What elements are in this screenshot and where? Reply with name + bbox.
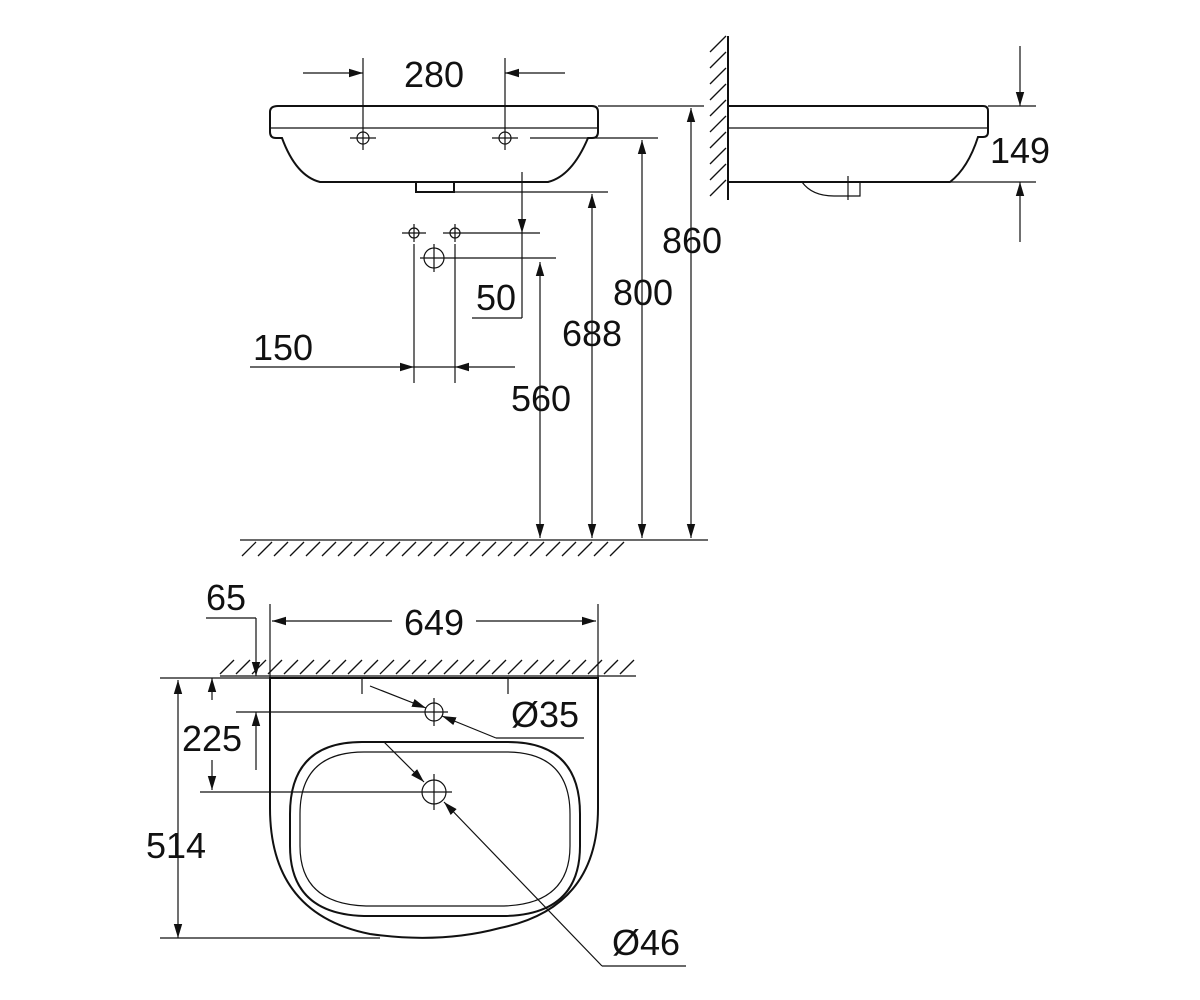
dim-65-label: 65 <box>206 577 246 618</box>
faucet-hole-right <box>492 124 518 150</box>
floor-hatch <box>241 541 625 557</box>
dia-46-leader-out <box>443 801 603 967</box>
dim-225-label: 225 <box>182 718 242 759</box>
side-elevation-view: 149 <box>709 35 1050 242</box>
dim-50-label: 50 <box>476 277 516 318</box>
dia-46-leader-in <box>383 741 425 783</box>
basin-side-outline <box>728 105 989 183</box>
dia-46-label: Ø46 <box>612 922 680 963</box>
dia-35-label: Ø35 <box>511 694 579 735</box>
basin-plan-bowl <box>289 741 581 917</box>
front-elevation-view: 280 150 50 <box>240 54 722 557</box>
plan-view: 65 649 225 514 Ø35 Ø46 <box>146 577 686 967</box>
basin-plan-outer <box>269 677 599 939</box>
dia-35-leader-in <box>369 685 427 709</box>
dim-560-label: 560 <box>511 378 571 419</box>
plan-wall-hatch <box>219 659 635 675</box>
basin-plan-bowl-inner <box>299 751 571 907</box>
dia-35-leader-out <box>441 715 497 739</box>
supply-valve-right <box>443 224 540 242</box>
waste-outlet <box>415 181 455 193</box>
dim-860-label: 860 <box>662 220 722 261</box>
side-waste-outlet <box>801 181 861 197</box>
wall-hatch <box>709 35 727 197</box>
tap-hole-symbol <box>420 698 448 726</box>
supply-valve-left <box>402 224 426 242</box>
drain-symbol <box>416 774 452 810</box>
dim-649-label: 649 <box>404 602 464 643</box>
drain-pipe-symbol <box>420 244 448 272</box>
dim-280-label: 280 <box>404 54 464 95</box>
dim-800-label: 800 <box>613 272 673 313</box>
faucet-hole-left <box>350 124 376 150</box>
dim-150-label: 150 <box>253 327 313 368</box>
basin-front-outline <box>269 105 599 183</box>
dim-688-label: 688 <box>562 313 622 354</box>
dim-149-label: 149 <box>990 130 1050 171</box>
dim-514-label: 514 <box>146 825 206 866</box>
